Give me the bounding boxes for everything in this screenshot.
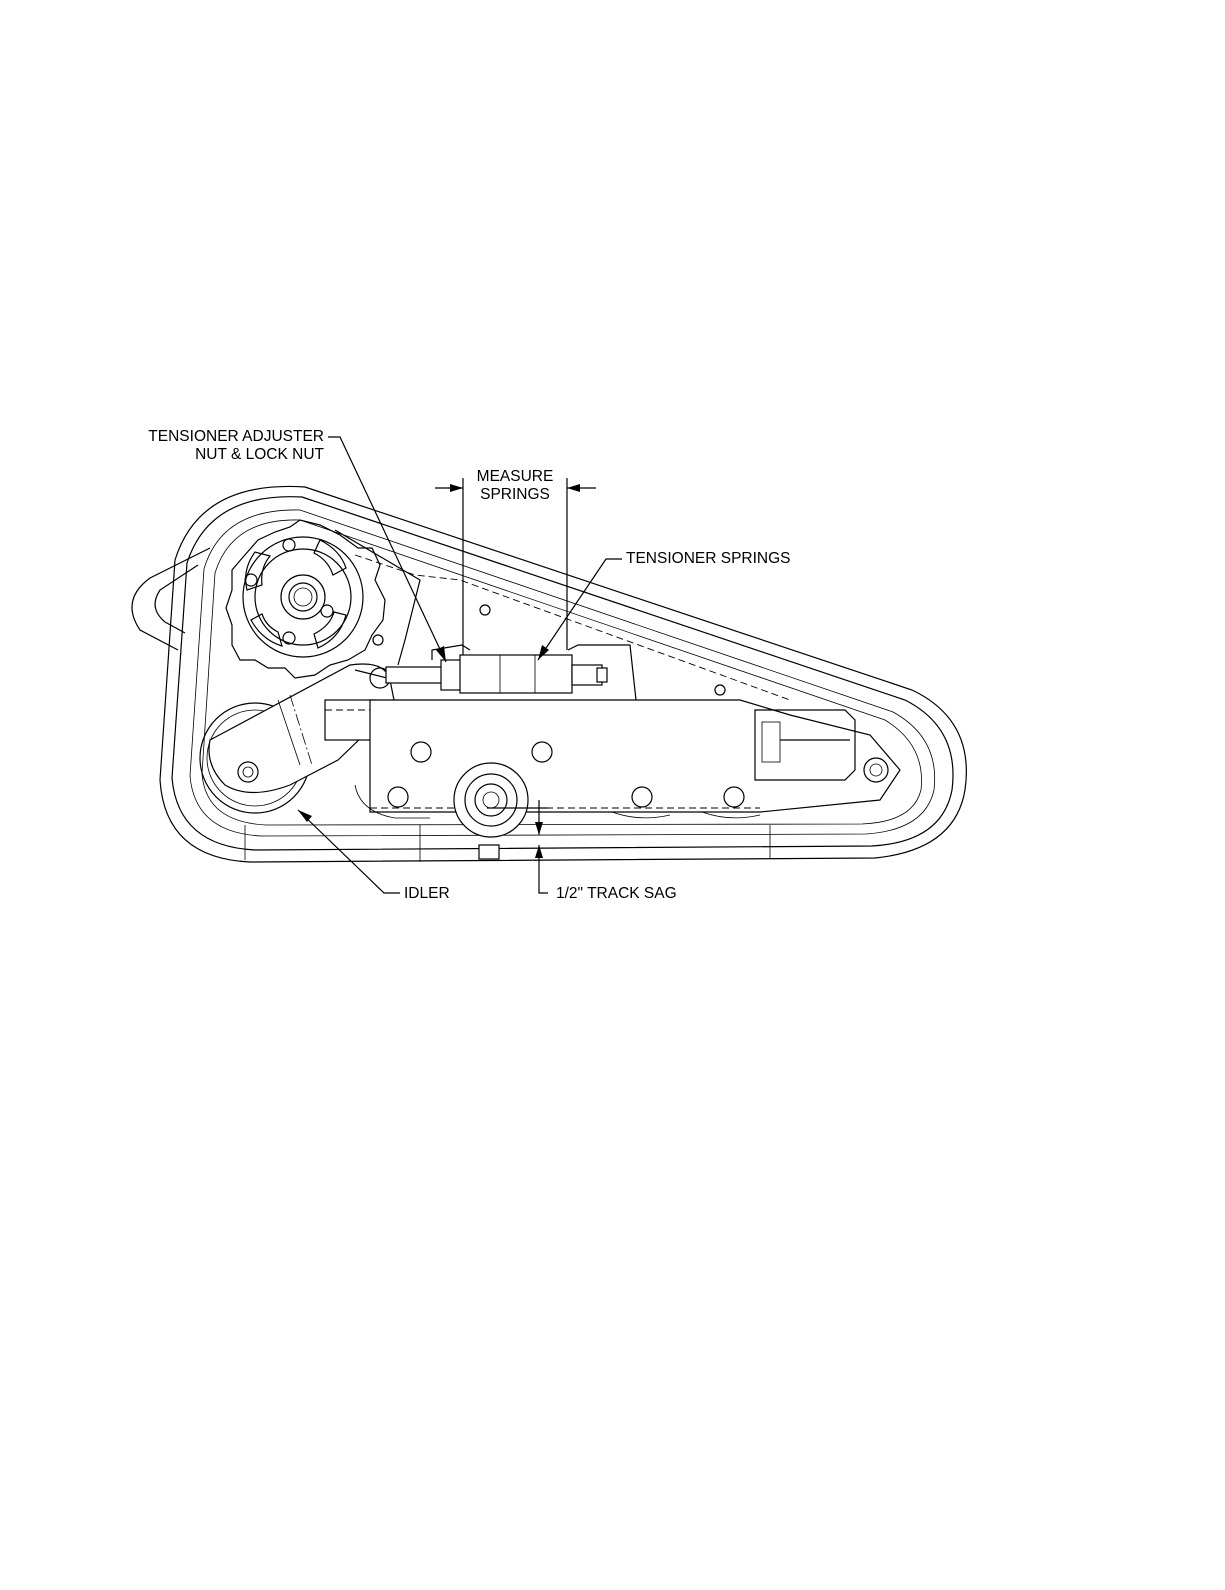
callout-tensioner-adjuster-line2: NUT & LOCK NUT — [100, 446, 324, 464]
idler-assembly — [200, 664, 395, 813]
tensioner-springs — [386, 645, 636, 700]
drive-sprocket — [226, 520, 385, 678]
callout-measure-line2: SPRINGS — [455, 486, 575, 504]
callout-measure-springs: MEASURE SPRINGS — [455, 468, 575, 504]
callout-tensioner-springs: TENSIONER SPRINGS — [626, 550, 791, 568]
callout-tensioner-adjuster-line1: TENSIONER ADJUSTER — [100, 428, 324, 446]
tow-lug — [132, 548, 210, 650]
callout-tensioner-adjuster: TENSIONER ADJUSTER NUT & LOCK NUT — [100, 428, 324, 464]
callout-measure-line1: MEASURE — [455, 468, 575, 486]
track-frame — [370, 700, 900, 812]
callout-track-sag: 1/2" TRACK SAG — [556, 885, 677, 903]
callout-idler: IDLER — [404, 885, 450, 903]
